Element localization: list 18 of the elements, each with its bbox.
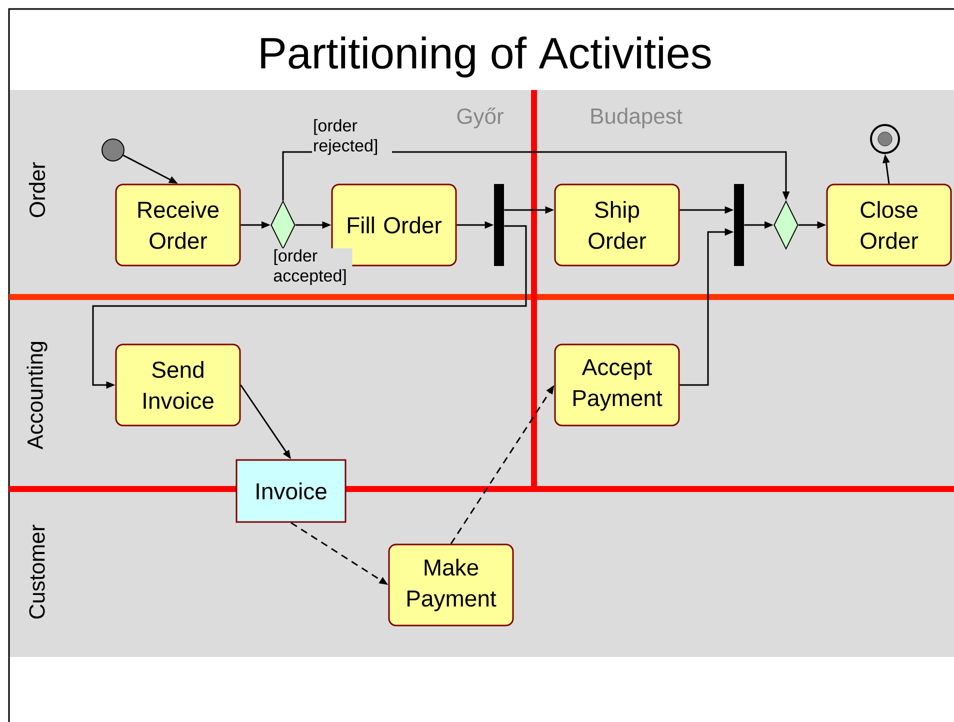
activity-box: Receive Order [115, 184, 241, 266]
partition-label: Budapest [591, 108, 682, 128]
end-node [870, 124, 900, 154]
object-box: Invoice [236, 459, 346, 523]
edge-label: [order rejected] [312, 118, 392, 156]
activity-box: Ship Order [554, 184, 680, 266]
activity-box: Fill Order [331, 184, 457, 266]
activity-box: Send Invoice [115, 344, 241, 426]
lane-label: Customer [29, 524, 45, 619]
activity-box: Make Payment [388, 544, 514, 626]
activity-box: Accept Payment [554, 344, 680, 426]
start-node [102, 138, 124, 162]
title: Partitioning of Activities [261, 36, 711, 78]
activity-box: Close Order [826, 184, 952, 266]
edge-label: [order accepted] [272, 248, 352, 286]
lane-label: Order [28, 162, 46, 218]
partition-label: Győr [457, 108, 504, 128]
lane-label: Accounting [26, 342, 48, 450]
